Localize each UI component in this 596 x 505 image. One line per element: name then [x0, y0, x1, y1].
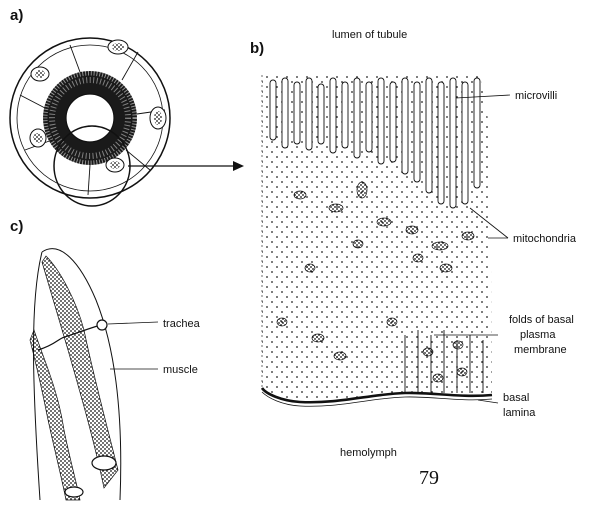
basal-lamina-label-line2: lamina: [503, 407, 536, 419]
basal-lamina-label-line1: basal: [503, 392, 529, 404]
panel-label-b: b): [250, 40, 264, 57]
folds-label-line2: plasma: [520, 329, 556, 341]
folds-label-line1: folds of basal: [509, 314, 574, 326]
leader-lines-c: [108, 322, 158, 369]
panel-label-c: c): [10, 218, 23, 235]
arrow-head-icon: [233, 161, 244, 171]
panel-c-diagram: c) trachea muscle: [10, 218, 201, 500]
lumen-label: lumen of tubule: [332, 29, 407, 41]
tubule-lumen: [66, 94, 114, 142]
muscle-label: muscle: [163, 364, 198, 376]
panel-b-diagram: b) lumen of tubule: [250, 29, 577, 459]
muscle-strand-1: [42, 256, 118, 488]
page-number: 79: [419, 467, 439, 489]
folds-label-line3: membrane: [514, 344, 567, 356]
mitochondria-label: mitochondria: [513, 233, 577, 245]
panel-label-a: a): [10, 7, 23, 24]
hemolymph-label: hemolymph: [340, 447, 397, 459]
panel-a-diagram: a): [10, 7, 244, 206]
microvilli-label: microvilli: [515, 90, 557, 102]
trachea-label: trachea: [163, 318, 201, 330]
